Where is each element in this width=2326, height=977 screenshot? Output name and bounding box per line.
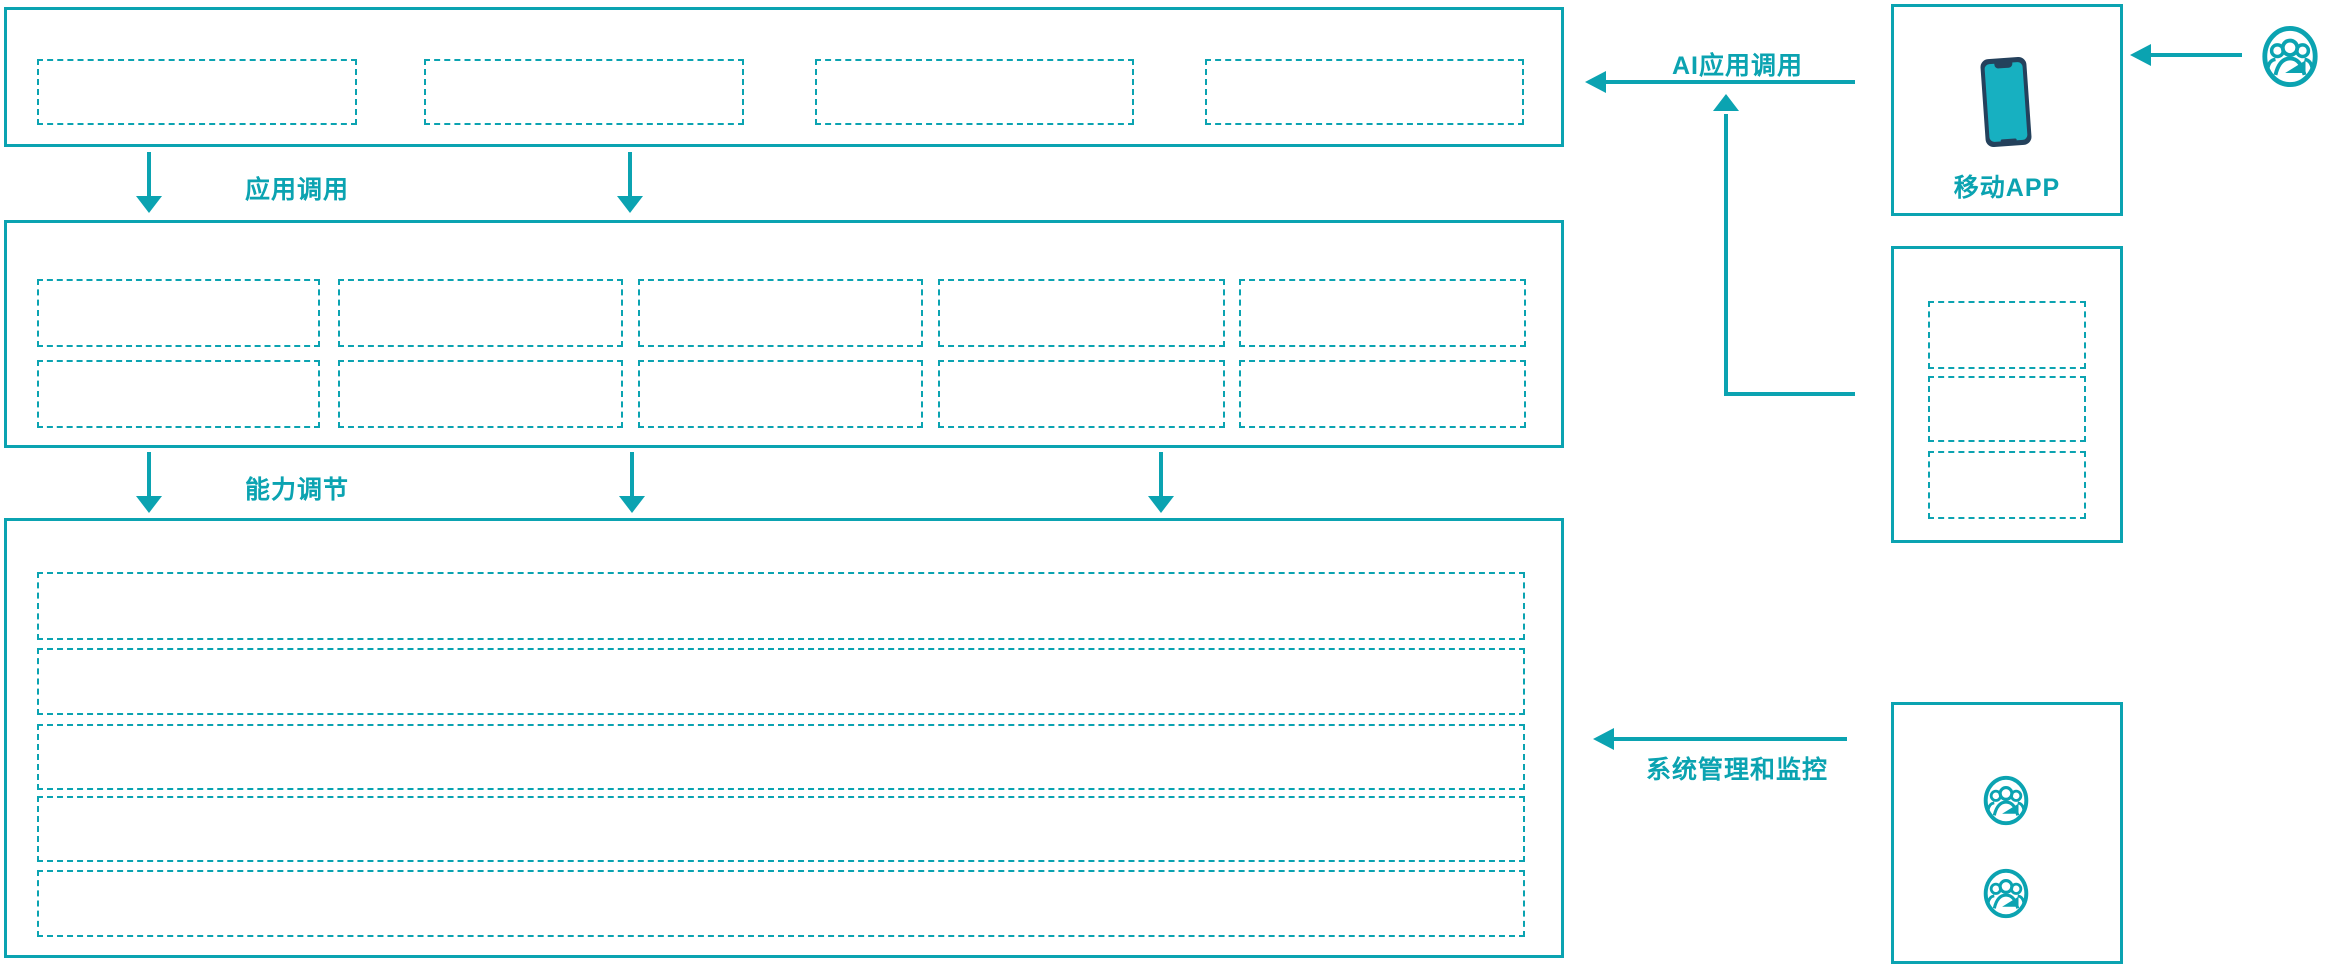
- placeholder-box: [338, 279, 623, 347]
- down-arrow-icon: [136, 496, 162, 513]
- down-arrow-line: [1159, 452, 1163, 498]
- placeholder-box: [1928, 301, 2086, 369]
- placeholder-row: [37, 724, 1525, 790]
- smartphone-screen: [1984, 61, 2028, 143]
- placeholder-box: [1239, 279, 1526, 347]
- down-arrow-line: [628, 152, 632, 198]
- placeholder-row: [37, 870, 1525, 937]
- left-arrow-line: [1614, 737, 1847, 741]
- left-arrow-line: [2150, 53, 2242, 57]
- smartphone-homebar: [2000, 138, 2017, 143]
- up-arrow-icon: [1713, 94, 1739, 111]
- placeholder-row: [37, 796, 1525, 862]
- app-call-label: 应用调用: [245, 176, 350, 204]
- connector-vertical-line: [1724, 114, 1728, 396]
- placeholder-box: [938, 360, 1225, 428]
- smartphone-icon: [1979, 56, 2033, 148]
- down-arrow-icon: [619, 496, 645, 513]
- down-arrow-icon: [1148, 496, 1174, 513]
- system-monitor-label: 系统管理和监控: [1646, 756, 1829, 784]
- placeholder-row: [37, 648, 1525, 715]
- down-arrow-icon: [136, 196, 162, 213]
- connector-horizontal-line: [1724, 392, 1855, 396]
- down-arrow-line: [147, 452, 151, 498]
- down-arrow-icon: [617, 196, 643, 213]
- users-icon: [2259, 25, 2321, 88]
- capability-adjust-label: 能力调节: [245, 476, 350, 504]
- placeholder-box: [37, 279, 320, 347]
- admin-box: [1891, 702, 2123, 964]
- users-icon: [1983, 775, 2029, 826]
- placeholder-box: [1239, 360, 1526, 428]
- down-arrow-line: [147, 152, 151, 198]
- placeholder-box: [638, 360, 923, 428]
- ai-app-call-label: AI应用调用: [1672, 52, 1804, 80]
- placeholder-box: [815, 59, 1134, 125]
- down-arrow-line: [630, 452, 634, 498]
- placeholder-box: [338, 360, 623, 428]
- placeholder-row: [37, 572, 1525, 640]
- placeholder-box: [1205, 59, 1524, 125]
- placeholder-box: [938, 279, 1225, 347]
- placeholder-box: [1928, 451, 2086, 519]
- placeholder-box: [37, 360, 320, 428]
- left-arrow-icon: [2130, 44, 2151, 66]
- placeholder-box: [1928, 376, 2086, 442]
- left-arrow-icon: [1585, 71, 1606, 93]
- left-arrow-icon: [1593, 728, 1614, 750]
- mobile-app-label: 移动APP: [1953, 174, 2061, 202]
- smartphone-notch: [1994, 60, 2013, 69]
- left-arrow-line: [1606, 80, 1855, 84]
- placeholder-box: [638, 279, 923, 347]
- placeholder-box: [37, 59, 357, 125]
- users-icon: [1983, 868, 2029, 919]
- placeholder-box: [424, 59, 744, 125]
